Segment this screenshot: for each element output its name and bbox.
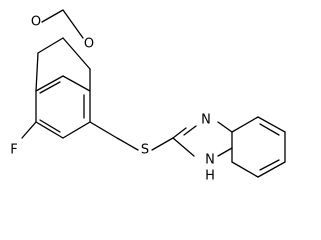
dioxin-ch2-o-bond <box>62 9 84 39</box>
dioxin-o-ch2-bond <box>41 9 64 23</box>
sulfur-label: S <box>141 143 149 158</box>
nh-hydrogen-label: H <box>205 169 215 184</box>
oxygen-upper-label: O <box>31 15 41 30</box>
benzimidazole-benzene-ring <box>231 116 286 178</box>
oxygen-lower-label: O <box>84 37 94 52</box>
methylene-thio-linker <box>89 121 174 151</box>
imidazole-ring <box>172 121 233 157</box>
benzodioxin-benzene-ring <box>35 75 91 139</box>
dioxin-ring <box>35 37 91 92</box>
c-f-bond <box>21 121 37 139</box>
nh-nitrogen-label: N <box>205 153 215 168</box>
fluorine-label: F <box>10 143 17 158</box>
imine-nitrogen-label: N <box>201 113 211 128</box>
molecule-structure: O O F S N N H <box>10 9 286 184</box>
